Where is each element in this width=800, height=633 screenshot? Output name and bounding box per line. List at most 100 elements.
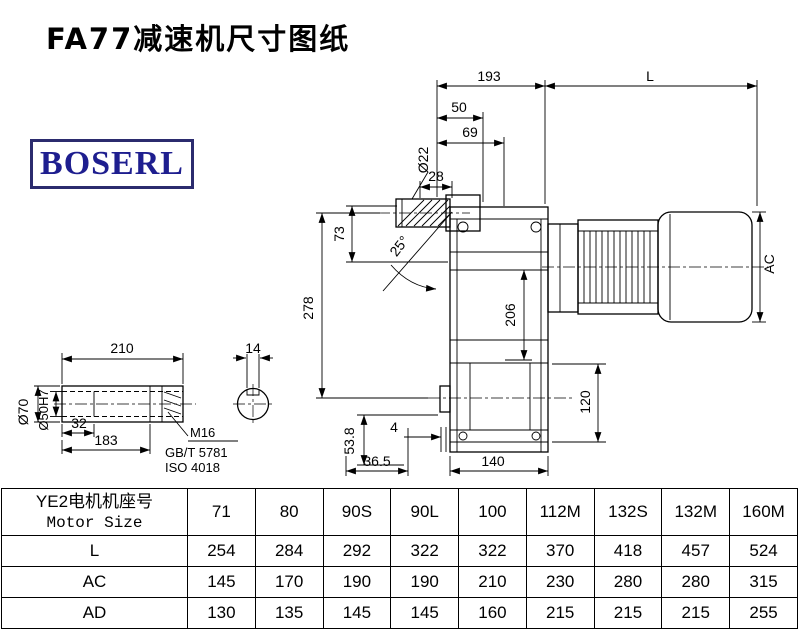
- dim-label-d70: Ø70: [15, 399, 31, 426]
- dim-label-210: 210: [110, 340, 134, 356]
- dim-183: 183: [61, 424, 151, 454]
- dim-label-50: 50: [451, 99, 467, 115]
- dim-label-d22: Ø22: [415, 147, 431, 174]
- table-header-row: YE2电机机座号 Motor Size 71 80 90S 90L 100 11…: [1, 488, 798, 536]
- size-col: 132S: [593, 488, 663, 536]
- page-title: FA77减速机尺寸图纸: [46, 22, 351, 56]
- dim-label-73: 73: [331, 226, 347, 242]
- dim-69: 69: [437, 124, 505, 206]
- row-label: L: [1, 535, 188, 567]
- size-col: 90L: [390, 488, 460, 536]
- dim-50: 50: [437, 99, 484, 202]
- thread-label-iso: ISO 4018: [165, 460, 220, 475]
- row-label: AD: [1, 597, 188, 629]
- table-cell: 170: [254, 566, 324, 598]
- table-cell: 255: [729, 597, 798, 629]
- size-col: 71: [187, 488, 256, 536]
- dim-73: 73: [331, 205, 448, 263]
- dim-label-183: 183: [94, 432, 118, 448]
- table-cell: 215: [525, 597, 595, 629]
- table-cell: 210: [458, 566, 527, 598]
- dim-label-120: 120: [577, 390, 593, 414]
- table-cell: 315: [729, 566, 798, 598]
- dim-AC: AC: [752, 211, 777, 323]
- thread-callout: M16 GB/T 5781 ISO 4018: [165, 411, 238, 475]
- dim-d50h7: Ø50H7: [36, 389, 62, 431]
- size-col: 132M: [661, 488, 731, 536]
- table-row-AC: AC 145 170 190 190 210 230 280 280 315: [1, 566, 798, 598]
- row-label: AC: [1, 566, 188, 598]
- dim-28: 28: [419, 168, 453, 198]
- dim-32: 32: [61, 415, 95, 437]
- size-col: 160M: [729, 488, 798, 536]
- size-col: 90S: [322, 488, 392, 536]
- dim-label-32: 32: [71, 415, 87, 431]
- motor-view: [542, 211, 768, 323]
- dim-L: L: [545, 68, 758, 206]
- table-cell: 190: [390, 566, 460, 598]
- dim-206: 206: [502, 269, 532, 361]
- dim-d70: Ø70: [15, 385, 60, 426]
- thread-label-gb: GB/T 5781: [165, 445, 228, 460]
- gearbox-view: [428, 194, 572, 453]
- shaft-section-view: [233, 384, 273, 424]
- table-cell: 130: [187, 597, 256, 629]
- dim-label-14: 14: [245, 340, 261, 356]
- table-cell: 145: [322, 597, 392, 629]
- table-cell: 145: [187, 566, 256, 598]
- table-cell: 160: [458, 597, 527, 629]
- dim-label-AC: AC: [761, 254, 777, 273]
- dim-25deg: 25°: [382, 211, 453, 292]
- table-row-AD: AD 130 135 145 145 160 215 215 215 255: [1, 597, 798, 629]
- dim-label-d50h7: Ø50H7: [36, 389, 51, 430]
- table-cell: 280: [661, 566, 731, 598]
- table-cell: 215: [661, 597, 731, 629]
- dim-label-36-5: 36.5: [363, 453, 390, 469]
- header-motor-size-cell: YE2电机机座号 Motor Size: [1, 488, 188, 536]
- table-cell: 524: [729, 535, 798, 567]
- size-col: 112M: [525, 488, 595, 536]
- table-cell: 284: [254, 535, 324, 567]
- dim-label-25deg: 25°: [386, 233, 412, 260]
- size-col: 80: [254, 488, 324, 536]
- table-cell: 292: [322, 535, 392, 567]
- dim-label-206: 206: [502, 303, 518, 327]
- table-cell: 135: [254, 597, 324, 629]
- dim-label-53-8: 53.8: [341, 427, 357, 454]
- dim-4: 4: [390, 419, 447, 452]
- input-shaft-view: [378, 198, 470, 228]
- thread-label-m16: M16: [190, 425, 215, 440]
- dim-label-278: 278: [300, 296, 316, 320]
- dim-label-140: 140: [481, 453, 505, 469]
- table-cell: 370: [525, 535, 595, 567]
- dim-label-L: L: [646, 68, 654, 84]
- dim-140: 140: [449, 453, 549, 476]
- motor-size-table: YE2电机机座号 Motor Size 71 80 90S 90L 100 11…: [1, 488, 798, 629]
- table-cell: 215: [593, 597, 663, 629]
- size-col: 100: [458, 488, 527, 536]
- table-cell: 280: [593, 566, 663, 598]
- header-cn: YE2电机机座号: [35, 492, 154, 511]
- table-cell: 145: [390, 597, 460, 629]
- table-cell: 230: [525, 566, 595, 598]
- dim-120: 120: [552, 363, 606, 443]
- brand-logo-box: BOSERL: [30, 139, 194, 189]
- dim-label-28: 28: [428, 168, 444, 184]
- table-cell: 322: [458, 535, 527, 567]
- dim-label-193: 193: [477, 68, 501, 84]
- table-cell: 457: [661, 535, 731, 567]
- dim-14: 14: [233, 340, 273, 388]
- header-en: Motor Size: [46, 514, 143, 532]
- dim-label-4: 4: [390, 419, 398, 435]
- dim-210: 210: [61, 340, 184, 384]
- table-row-L: L 254 284 292 322 322 370 418 457 524: [1, 535, 798, 567]
- dim-193: 193: [436, 68, 546, 204]
- dim-278: 278: [300, 212, 428, 399]
- table-cell: 254: [187, 535, 256, 567]
- dim-53-8: 53.8: [341, 414, 438, 466]
- dim-label-69: 69: [462, 124, 478, 140]
- table-cell: 418: [593, 535, 663, 567]
- shaft-detail-view: [54, 385, 196, 423]
